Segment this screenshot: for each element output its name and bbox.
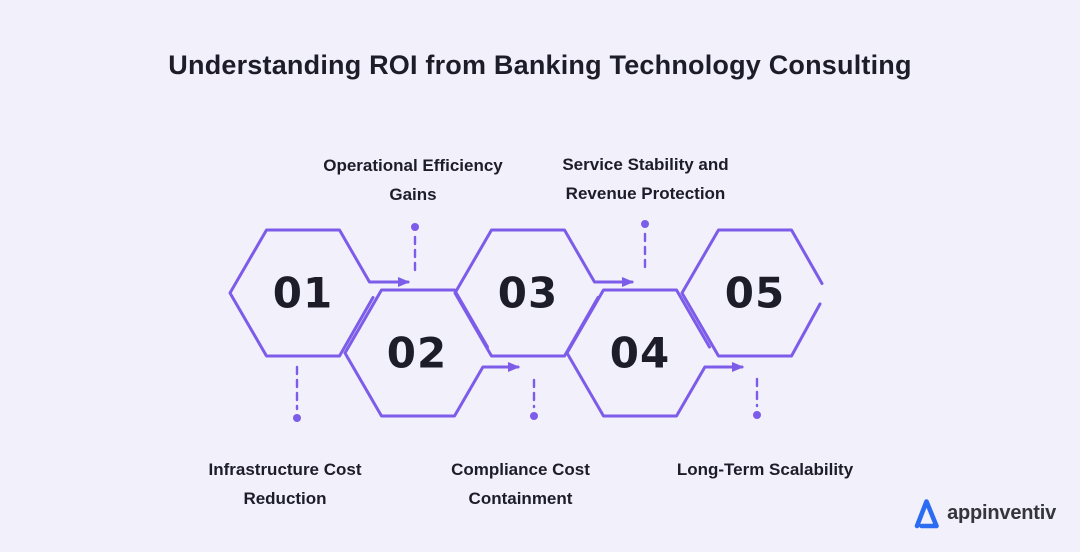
step-label-infrastructure-cost-reduction: Infrastructure Cost Reduction (208, 460, 362, 508)
connector-dot-top-04 (641, 220, 649, 228)
connector-dot-bottom-05 (753, 411, 761, 419)
connector-dot-bottom-03 (530, 412, 538, 420)
step-number-04: 04 (609, 328, 671, 378)
step-label-operational-efficiency-gains: Operational Efficiency Gains (323, 156, 503, 204)
step-number-02: 02 (386, 328, 448, 378)
step-label-long-term-scalability: Long-Term Scalability (676, 460, 854, 479)
connector-dot-top-02 (411, 223, 419, 231)
hexagon-04-outline-arrow (565, 288, 744, 418)
step-number-01: 01 (272, 268, 334, 318)
step-label-service-stability-revenue-protection: Service Stability and Revenue Protection (562, 155, 729, 203)
step-number-03: 03 (497, 268, 559, 318)
brand-name: appinventiv (947, 501, 1056, 524)
hexagon-01-outline-arrow (228, 228, 410, 358)
hexagon-03-outline-arrow (453, 228, 634, 358)
brand-logo: appinventiv (911, 496, 1056, 530)
page-title: Understanding ROI from Banking Technolog… (168, 50, 912, 80)
connector-dot-bottom-01 (293, 414, 301, 422)
appinventiv-a-icon (914, 499, 939, 529)
hexagon-02-outline-arrow (343, 288, 520, 418)
step-label-compliance-cost-containment: Compliance Cost Containment (451, 460, 590, 508)
hexagon-05-outline (680, 228, 824, 358)
step-number-05: 05 (724, 268, 786, 318)
